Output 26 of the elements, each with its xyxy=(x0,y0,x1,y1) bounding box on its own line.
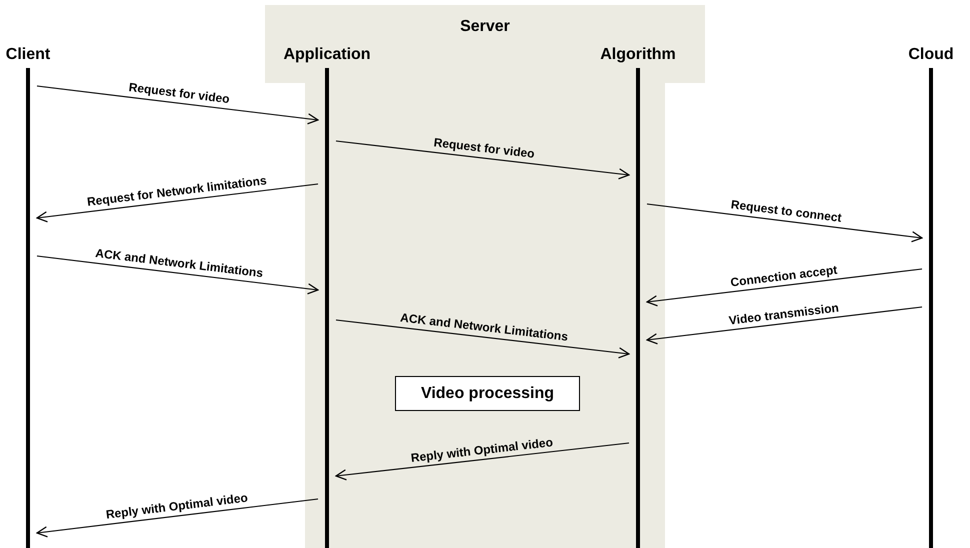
message-arrow xyxy=(336,319,630,358)
participant-label: Application xyxy=(283,45,371,65)
message-arrow xyxy=(336,140,630,180)
edge-label: Reply with Optimal video xyxy=(410,434,554,464)
edge-label: Request to connect xyxy=(730,197,842,225)
edge-label: ACK and Network Limitations xyxy=(399,310,568,344)
edge-label: ACK and Network Limitations xyxy=(94,246,264,280)
participant-label: Client xyxy=(6,45,50,65)
message-arrow xyxy=(646,203,923,242)
message-arrow xyxy=(36,255,319,294)
edge-label: Request for video xyxy=(128,80,230,106)
edge-label: Request for video xyxy=(432,135,535,161)
message-arrow xyxy=(36,183,318,222)
edge-label: Request for Network limitations xyxy=(86,173,267,209)
edge-label: Connection accept xyxy=(729,262,838,289)
edge-label: Reply with Optimal video xyxy=(104,490,248,522)
message-arrow xyxy=(335,442,630,480)
participant-label: Cloud xyxy=(908,45,954,65)
message-arrow xyxy=(36,85,319,124)
message-arrow xyxy=(646,268,922,306)
edge-label: Video transmission xyxy=(728,300,839,328)
participant-label: Algorithm xyxy=(600,45,676,65)
group-title: Server xyxy=(460,17,510,37)
process-box: Video processing xyxy=(395,376,580,411)
message-arrow xyxy=(646,306,922,344)
message-arrow xyxy=(36,498,318,538)
